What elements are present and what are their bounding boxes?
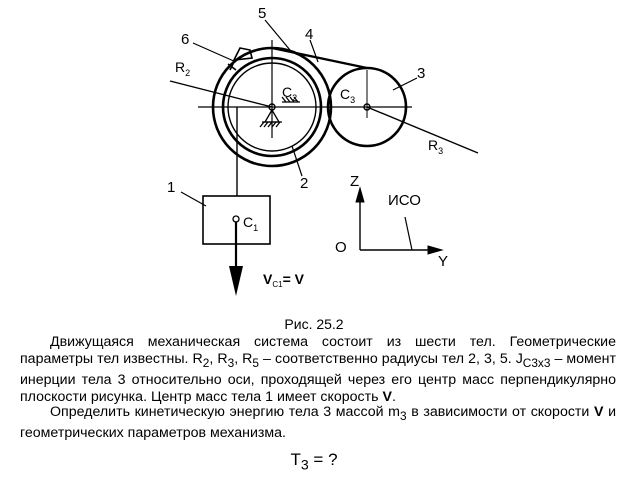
label-y: Y (438, 253, 448, 270)
label-r3: R3 (428, 137, 443, 156)
answer-formula: T3 = ? (290, 450, 338, 474)
label-frame: ИСО (388, 192, 421, 209)
label-c1: C1 (243, 214, 258, 233)
label-2: 2 (300, 175, 308, 192)
label-r2: R2 (175, 59, 190, 78)
label-o: O (335, 239, 347, 256)
label-4: 4 (305, 26, 313, 43)
body-6-bracket (227, 47, 253, 71)
label-3: 3 (417, 65, 425, 82)
velocity-arrow-head (229, 266, 243, 296)
label-c3: C3 (340, 86, 355, 105)
pivot-support (259, 96, 300, 128)
belt-4 (271, 46, 368, 70)
task-statement: Определить кинетическую энергию тела 3 м… (20, 404, 616, 441)
label-velocity: VC1= V (263, 271, 305, 289)
problem-statement: Движущаяся механическая система состоит … (20, 334, 617, 405)
label-c2: C2 (282, 84, 297, 103)
figure-caption: Рис. 25.2 (284, 316, 344, 332)
mechanism-diagram: 5 6 4 3 2 1 R2 R3 C2 C3 C1 Z Y O ИСО VC1… (167, 5, 479, 296)
label-z: Z (350, 173, 359, 190)
leader-lines (180, 19, 418, 207)
label-1: 1 (167, 179, 175, 196)
radius-r3-line (366, 106, 479, 154)
radius-r2-line (169, 80, 273, 108)
coord-system (355, 186, 444, 255)
label-5: 5 (258, 5, 266, 22)
body-1-center (232, 215, 240, 223)
label-6: 6 (181, 31, 189, 48)
